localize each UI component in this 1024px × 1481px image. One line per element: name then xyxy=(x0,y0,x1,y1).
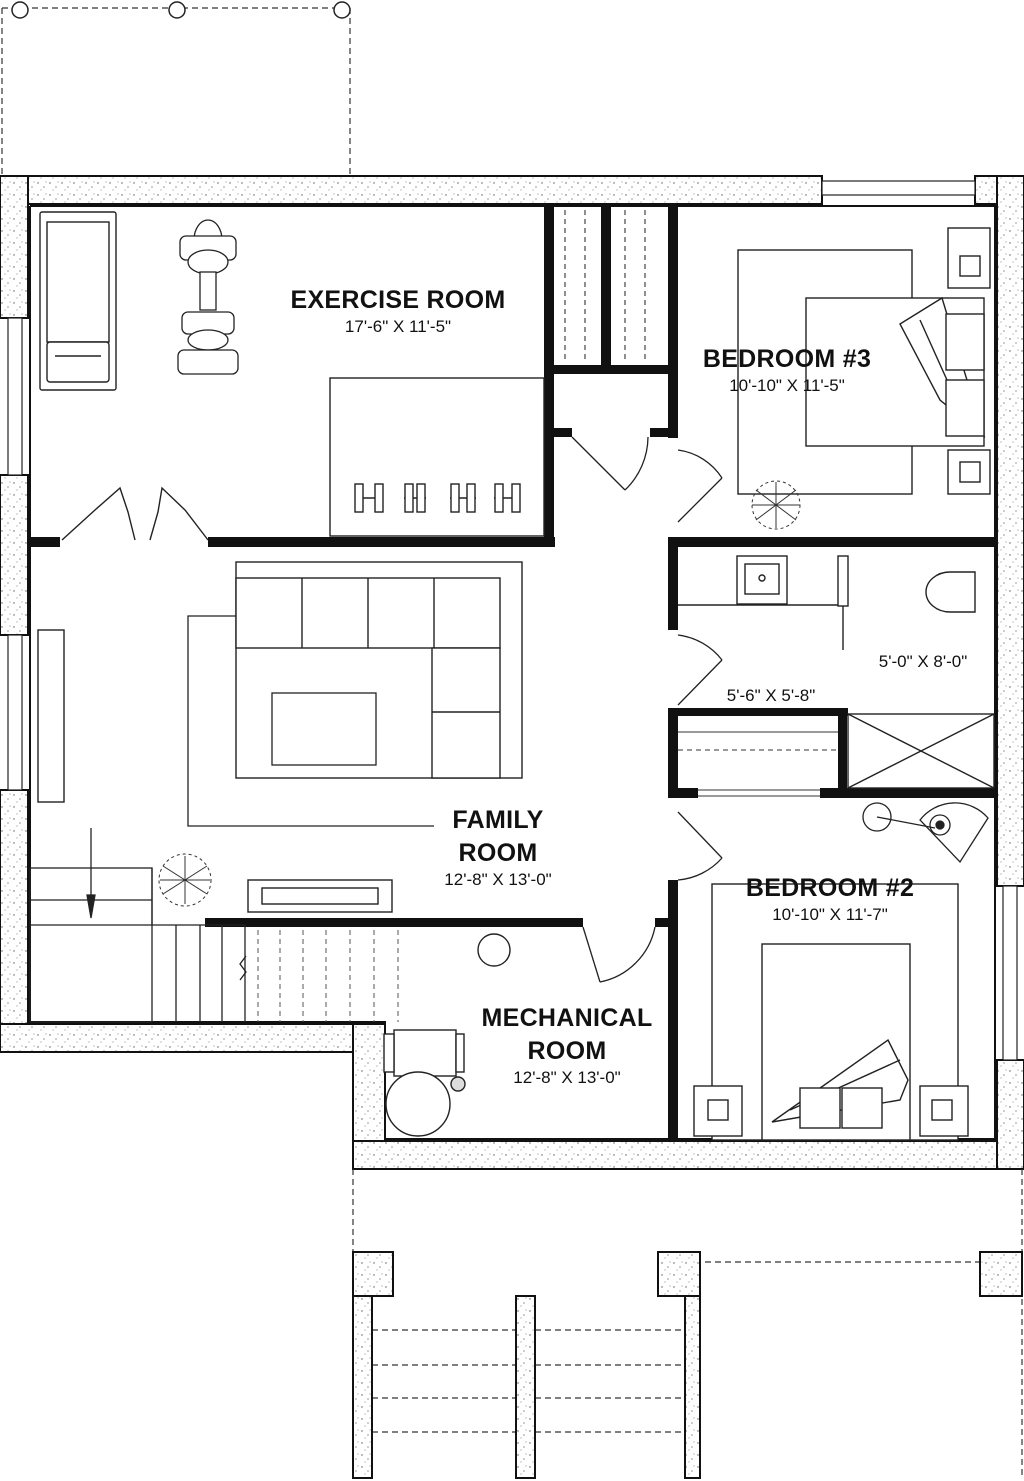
room-dimensions: 12'-8" X 13'-0" xyxy=(513,1068,621,1087)
stairs xyxy=(29,828,247,1023)
foundation-walls xyxy=(0,175,1024,1170)
room-dimensions: 17'-6" X 11'-5" xyxy=(344,317,452,336)
closet-sliding xyxy=(678,731,838,797)
room-name: BEDROOM #2 xyxy=(745,874,915,902)
room-name-line2: ROOM xyxy=(527,1037,607,1065)
bed-bedroom3 xyxy=(737,227,991,495)
sectional-sofa xyxy=(235,561,523,779)
lower-patio xyxy=(352,1169,1023,1479)
desk-chair-bedroom2 xyxy=(862,802,989,864)
room-name: BEDROOM #3 xyxy=(702,345,872,373)
room-name-line2: ROOM xyxy=(458,839,538,867)
upper-deck xyxy=(1,7,351,175)
room-dimensions-bath: 5'-0" X 8'-0" xyxy=(878,652,968,671)
room-label-bedroom3: BEDROOM #3 10'-10" X 11'-5" xyxy=(672,343,902,396)
tv-console xyxy=(37,629,393,913)
room-name-line1: FAMILY xyxy=(452,806,544,834)
deck-posts xyxy=(11,1,351,19)
room-name-line1: MECHANICAL xyxy=(481,1004,653,1032)
room-label-mechanical: MECHANICAL ROOM 12'-8" X 13'-0" xyxy=(456,1002,678,1088)
exercise-bike xyxy=(177,219,239,375)
plant-family xyxy=(158,853,212,907)
closet-shelves xyxy=(564,210,646,362)
mechanical-equipment xyxy=(383,933,511,1137)
room-dimensions: 10'-10" X 11'-5" xyxy=(729,376,845,395)
bathroom-fixtures xyxy=(678,555,995,789)
hall-doors xyxy=(571,436,723,983)
room-name: EXERCISE ROOM xyxy=(290,286,506,314)
room-label-bedroom2: BEDROOM #2 10'-10" X 11'-7" xyxy=(720,872,940,925)
plant-bedroom3 xyxy=(751,480,801,530)
room-dimensions: 12'-8" X 13'-0" xyxy=(444,870,552,889)
bifold-doors xyxy=(61,486,209,541)
bed-bedroom2 xyxy=(693,883,969,1141)
room-dimensions: 10'-10" X 11'-7" xyxy=(772,905,888,924)
treadmill xyxy=(39,211,117,391)
weight-rack xyxy=(329,377,545,537)
dumbbells xyxy=(354,483,521,513)
room-dimensions-closet: 5'-6" X 5'-8" xyxy=(726,686,816,705)
interior-walls xyxy=(30,206,995,1140)
room-label-exercise: EXERCISE ROOM 17'-6" X 11'-5" xyxy=(262,284,534,337)
area-rug xyxy=(187,615,434,827)
windows xyxy=(7,180,1018,1061)
room-label-family: FAMILY ROOM 12'-8" X 13'-0" xyxy=(404,804,592,890)
stairs-dashed xyxy=(257,930,399,1022)
